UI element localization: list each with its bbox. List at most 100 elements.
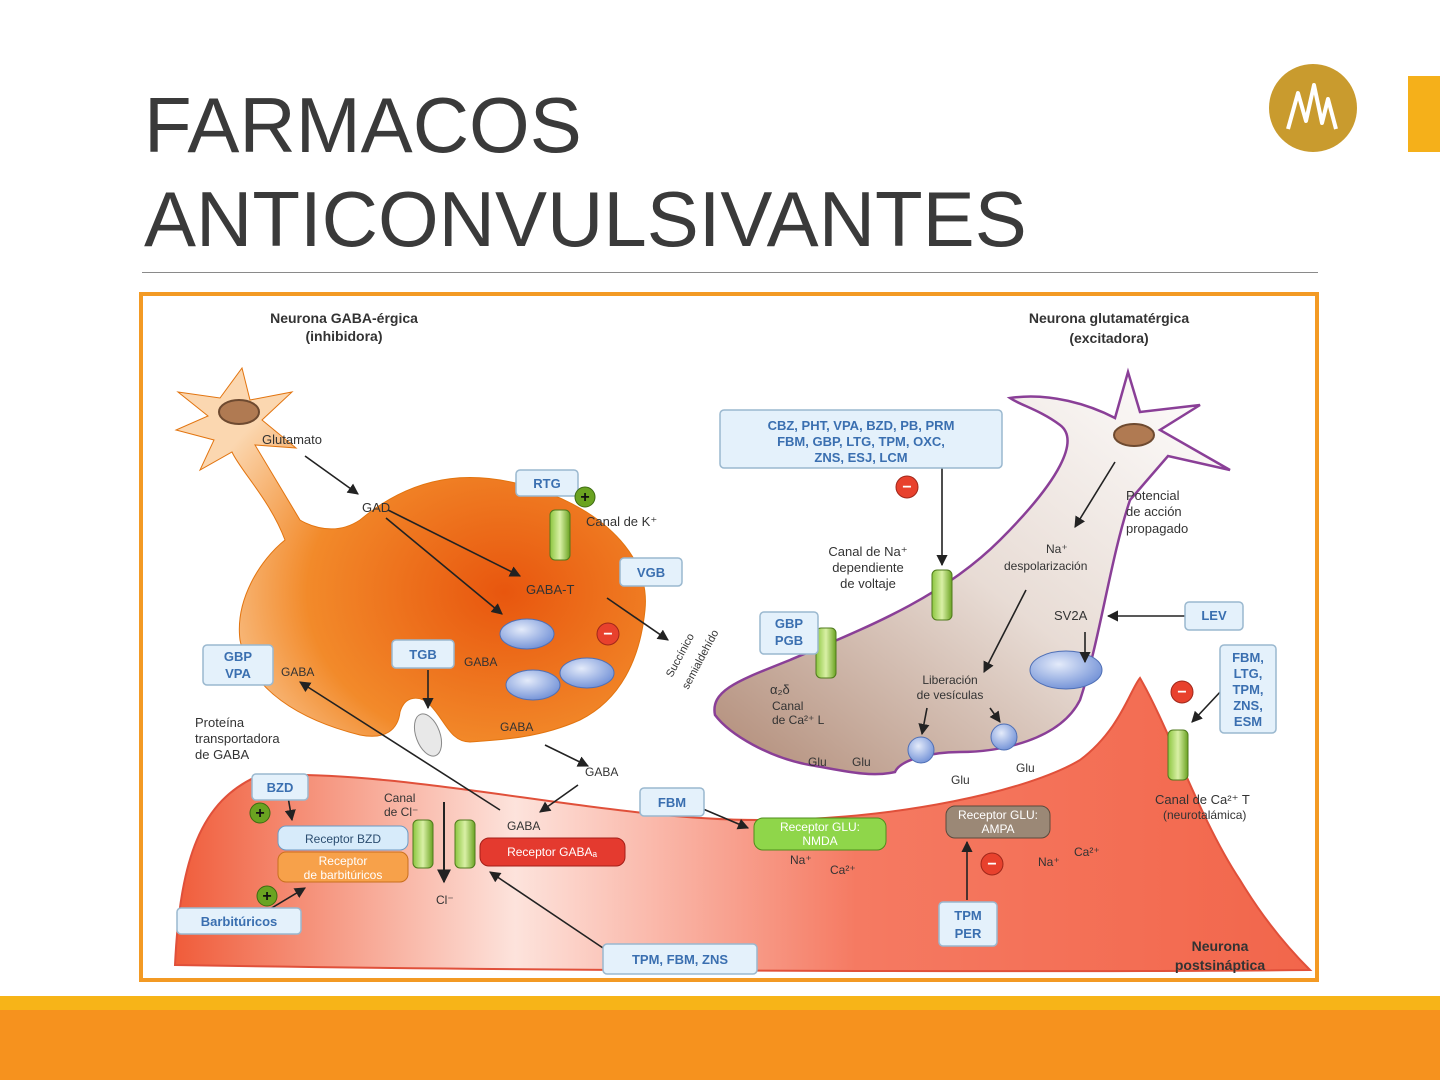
slide-title: FARMACOS ANTICONVULSIVANTES bbox=[144, 78, 1027, 266]
receptor-bzd bbox=[277, 825, 409, 851]
glu-neuron-title: Neurona glutamatérgica bbox=[1029, 310, 1189, 326]
label-sv2a: SV2A bbox=[1054, 608, 1088, 623]
label-a2d: α₂δ bbox=[770, 682, 790, 697]
gaba-vesicle-1 bbox=[499, 618, 555, 650]
label-glu-1: Glu bbox=[808, 755, 827, 769]
drug-lev: LEV bbox=[1201, 608, 1227, 623]
label-cl-ion: Cl⁻ bbox=[436, 893, 454, 907]
label-glu-2: Glu bbox=[852, 755, 871, 769]
label-gaba-1: GABA bbox=[281, 665, 314, 679]
label-canal-ca-l-1: Canal bbox=[772, 699, 803, 713]
label-canal-k: Canal de K⁺ bbox=[586, 514, 657, 529]
drug-fbm-list-5: ESM bbox=[1234, 714, 1262, 729]
drug-gbp: GBP bbox=[224, 649, 253, 664]
drug-barbituricos: Barbitúricos bbox=[201, 914, 278, 929]
drug-box-fbm bbox=[639, 787, 705, 817]
svg-text:−: − bbox=[987, 856, 996, 873]
label-receptor-nmda-1: Receptor GLU: bbox=[780, 820, 860, 834]
label-na-depol-2: despolarización bbox=[1004, 559, 1087, 573]
label-receptor-ampa-2: AMPA bbox=[981, 822, 1014, 836]
label-glu-4: Glu bbox=[1016, 761, 1035, 775]
drug-gbp-2: GBP bbox=[775, 616, 804, 631]
drug-per: PER bbox=[955, 926, 982, 941]
label-canal-ca-l-2: de Ca²⁺ L bbox=[772, 713, 825, 727]
svg-text:+: + bbox=[262, 888, 271, 905]
post-neuron-title-1: Neurona bbox=[1192, 938, 1249, 954]
label-glu-3: Glu bbox=[951, 773, 970, 787]
drug-box-na bbox=[719, 409, 1003, 469]
glutamatergic-neuron-body bbox=[713, 367, 1231, 776]
drug-vpa: VPA bbox=[225, 666, 251, 681]
drug-fbm-list-1: FBM, bbox=[1232, 650, 1264, 665]
drug-box-tgb bbox=[391, 639, 455, 669]
k-channel-icon bbox=[549, 509, 571, 561]
glu-vesicle-large bbox=[1029, 650, 1103, 690]
receptor-gaba-a bbox=[479, 837, 626, 867]
label-gad: GAD bbox=[362, 500, 390, 515]
drug-box-bzd bbox=[251, 773, 309, 801]
drug-box-rtg bbox=[515, 469, 579, 497]
label-receptor-barb-1: Receptor bbox=[319, 854, 368, 868]
label-canal-cl-2: de Cl⁻ bbox=[384, 805, 418, 819]
label-gaba-3: GABA bbox=[500, 720, 533, 734]
footer-band-orange bbox=[0, 1010, 1440, 1080]
label-liberacion-1: Liberación bbox=[922, 673, 977, 687]
label-protein-1: Proteína bbox=[195, 715, 245, 730]
drug-tpm: TPM bbox=[954, 908, 981, 923]
brand-logo-icon bbox=[1269, 64, 1357, 152]
drug-fbm-list-3: TPM, bbox=[1232, 682, 1263, 697]
svg-text:−: − bbox=[1177, 684, 1186, 701]
label-na-nmda: Na⁺ bbox=[790, 853, 812, 867]
label-receptor-ampa-1: Receptor GLU: bbox=[958, 808, 1038, 822]
label-liberacion-2: de vesículas bbox=[917, 688, 984, 702]
label-canal-cl-1: Canal bbox=[384, 791, 415, 805]
label-receptor-bzd: Receptor BZD bbox=[305, 832, 381, 846]
drugs-na-line3: ZNS, ESJ, LCM bbox=[814, 450, 907, 465]
drug-tpm-fbm-zns: TPM, FBM, ZNS bbox=[632, 952, 728, 967]
label-glutamato: Glutamato bbox=[262, 432, 322, 447]
ca-l-channel-icon bbox=[815, 627, 837, 679]
drug-box-gbp-vpa bbox=[202, 644, 274, 686]
receptor-ampa bbox=[945, 805, 1051, 839]
minus-badge-ca-t: − bbox=[1170, 680, 1194, 704]
glu-vesicle-small-1 bbox=[907, 736, 935, 764]
minus-badge-ampa: − bbox=[980, 852, 1004, 876]
label-receptor-nmda-2: NMDA bbox=[802, 834, 837, 848]
gaba-neuron-nucleus bbox=[218, 399, 260, 425]
drug-pgb: PGB bbox=[775, 633, 803, 648]
ca-t-channel-icon bbox=[1167, 729, 1189, 781]
label-gaba-2: GABA bbox=[464, 655, 497, 669]
label-receptor-barb-2: de barbitúricos bbox=[304, 868, 383, 882]
label-canal-na-3: de voltaje bbox=[840, 576, 896, 591]
gaba-neuron-title: Neurona GABA-érgica bbox=[270, 310, 418, 326]
label-potencial-2: de acción bbox=[1126, 504, 1182, 519]
title-divider bbox=[142, 272, 1318, 273]
post-neuron-title-2: postsináptica bbox=[1175, 957, 1265, 973]
label-potencial-1: Potencial bbox=[1126, 488, 1180, 503]
svg-text:+: + bbox=[255, 805, 264, 822]
label-gaba-4: GABA bbox=[585, 765, 618, 779]
plus-badge-bzd: + bbox=[249, 802, 271, 824]
minus-badge-na: − bbox=[895, 475, 919, 499]
drug-box-barbituricos bbox=[176, 907, 302, 935]
drug-vgb: VGB bbox=[637, 565, 665, 580]
gaba-vesicle-3 bbox=[559, 657, 615, 689]
minus-badge-vgb: − bbox=[596, 622, 620, 646]
drug-fbm: FBM bbox=[658, 795, 686, 810]
label-ca-nmda: Ca²⁺ bbox=[830, 863, 856, 877]
label-canal-ca-t-1: Canal de Ca²⁺ T bbox=[1155, 792, 1250, 807]
slide-title-line1: FARMACOS bbox=[144, 81, 582, 169]
svg-text:−: − bbox=[902, 479, 911, 496]
drug-box-tpm-fbm-zns bbox=[602, 943, 758, 975]
drug-box-fbm-list bbox=[1219, 644, 1277, 734]
label-receptor-gaba-a: Receptor GABAₐ bbox=[507, 845, 597, 859]
label-potencial-3: propagado bbox=[1126, 521, 1188, 536]
footer-band-yellow bbox=[0, 996, 1440, 1010]
drugs-na-line2: FBM, GBP, LTG, TPM, OXC, bbox=[777, 434, 945, 449]
na-channel-icon bbox=[931, 569, 953, 621]
slide-title-line2: ANTICONVULSIVANTES bbox=[144, 175, 1027, 263]
drug-rtg: RTG bbox=[533, 476, 560, 491]
gaba-neuron-subtitle: (inhibidora) bbox=[306, 328, 383, 344]
drug-fbm-list-2: LTG, bbox=[1234, 666, 1263, 681]
